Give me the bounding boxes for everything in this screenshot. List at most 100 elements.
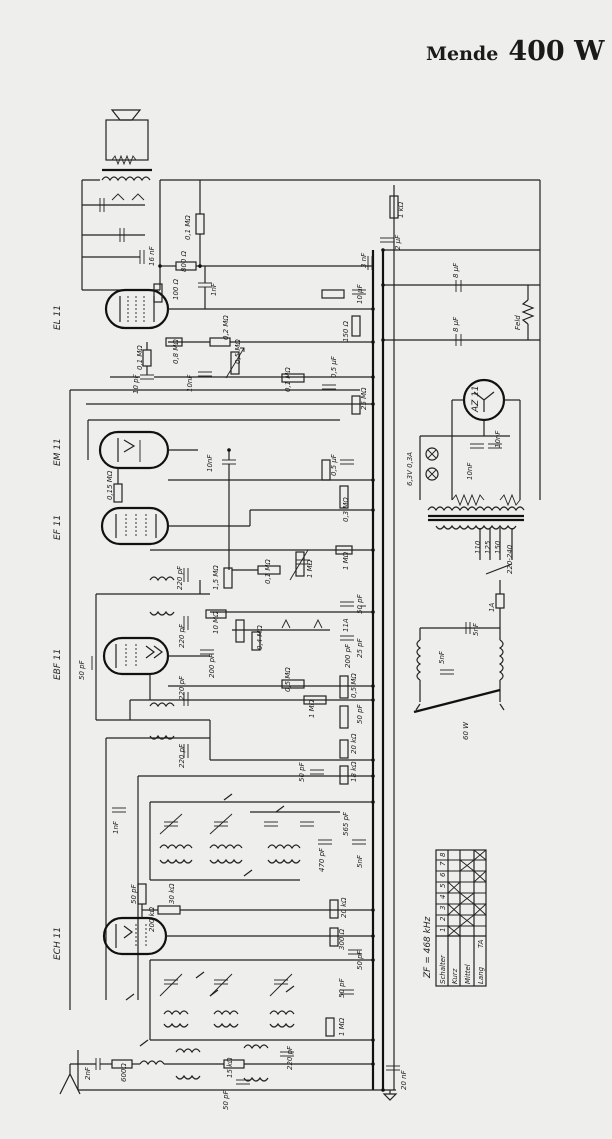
label-01M-d: 0,1 MΩ (184, 215, 192, 240)
label-100: 100 Ω (172, 278, 180, 300)
label-220pF-b: 220 pF (178, 675, 186, 700)
label-01M-a: 0,1 MΩ (264, 559, 272, 584)
el11-network (110, 180, 535, 380)
label-25M: 25 MΩ (360, 387, 368, 410)
label-8uF-a: 8 µF (452, 262, 460, 278)
antenna-input (59, 1039, 400, 1101)
power-rails (77, 179, 541, 1091)
switch-table-row-ta: TA (477, 939, 485, 948)
label-015M: 0,15 MΩ (106, 470, 114, 500)
label-10nF-c: 10nF (186, 374, 194, 392)
label-01M-c: 0,1 MΩ (136, 345, 144, 370)
tube-label-az11: AZ 11 (471, 385, 481, 413)
label-1nF-b: 1nF (210, 282, 218, 296)
tube-label-em11: EM 11 (53, 438, 63, 466)
tube-ef11 (100, 485, 373, 555)
label-50pF-i: 50 pF (356, 593, 364, 614)
if-filter-2 (96, 692, 373, 1000)
switch-table-header-5: 5 (439, 883, 447, 888)
label-200k: 200 kΩ (148, 906, 156, 932)
label-1k: 1 kΩ (397, 201, 405, 218)
label-20k-b: 20 kΩ (350, 733, 358, 754)
label-30k: 30 kΩ (168, 883, 176, 904)
label-125: 125 (484, 540, 492, 554)
label-lamps: 6,3V 0,3A (406, 452, 414, 486)
label-1M-d: 1 MΩ (306, 559, 314, 578)
switch-table-row-kurz: Kurz (451, 968, 459, 984)
model-name: 400 W (508, 36, 605, 67)
label-feld: Feld (514, 315, 522, 330)
label-fuse: 1A (488, 603, 496, 612)
switch-table (435, 849, 487, 987)
label-25pF: 25 pF (356, 637, 364, 658)
label-20k: 20 kΩ (340, 897, 348, 918)
label-10nF-d: 10nF (466, 462, 474, 480)
oscillator-coils (112, 776, 373, 1000)
label-50-a: 50 pF (298, 761, 306, 782)
label-50pF-a: 50 pF (222, 1089, 230, 1110)
label-600: 600Ω (120, 1063, 128, 1082)
junction-dots (158, 248, 385, 1092)
switch-table-header-8: 8 (439, 852, 447, 857)
label-08M: 0,8 MΩ (172, 339, 180, 364)
tube-em11 (69, 373, 373, 1010)
tube-az11 (419, 378, 521, 507)
label-05M-c: 0,5 MΩ (234, 339, 242, 364)
tube-label-el11: EL 11 (53, 305, 63, 330)
label-05uF-b: 0,5 µF (330, 355, 338, 378)
label-5nF-c: 5nF (438, 650, 446, 664)
label-300: 300 Ω (338, 928, 346, 950)
label-470pF: 470 pF (318, 847, 326, 872)
label-01M-b: 0,1 MΩ (284, 367, 292, 392)
label-1nF-a: 1nF (112, 820, 120, 834)
label-220pF-a: 220 pF (286, 1045, 294, 1070)
label-04M: 0,4 MΩ (256, 625, 264, 650)
label-15k: 15 kΩ (226, 1057, 234, 1078)
label-15M: 1,5 MΩ (212, 565, 220, 590)
tube-ebf11 (91, 568, 373, 729)
label-3nF: 3 nF (360, 252, 368, 268)
label-150: 150 (494, 540, 502, 554)
label-200pF: 200 pF (344, 643, 352, 668)
label-220pF-c: 220 pF (178, 743, 186, 768)
label-10nF-b: 10nF (206, 454, 214, 472)
tube-label-ebf11: EBF 11 (53, 649, 63, 680)
label-220: 220-240 (506, 544, 514, 574)
label-5nF-a: 5nF (356, 854, 364, 868)
schematic-header: Mende 400 W (426, 36, 604, 67)
switch-table-header-schalter: Schalter (439, 954, 447, 984)
tube-label-ech11: ECH 11 (53, 927, 63, 960)
label-05uF-a: 0,5 µF (330, 453, 338, 476)
label-1M-c: 1 MΩ (308, 699, 316, 718)
switch-table-row-mittel: Mittel (464, 964, 472, 984)
label-50pF-h: 50 pF (78, 659, 86, 680)
switch-table-header-6: 6 (439, 872, 447, 877)
label-1M-a: 1 MΩ (338, 1017, 346, 1036)
switch-table-header-2: 2 (439, 916, 447, 921)
label-150: 150 Ω (342, 320, 350, 342)
label-5nF-b: 5nF (472, 622, 480, 636)
label-20nF: 20 nF (400, 1069, 408, 1090)
zf-label: ZF = 468 kHz (423, 916, 433, 979)
label-03M: 0,3 MΩ (342, 497, 350, 522)
label-200pF-b: 200 pF (208, 653, 216, 678)
tube-label-ef11: EF 11 (53, 515, 63, 540)
label-10pF: 10 pF (132, 373, 140, 394)
tube-el11 (104, 288, 373, 330)
switch-table-header-1: 1 (439, 928, 447, 932)
label-18k: 18 kΩ (350, 761, 358, 782)
label-565pF: 565 pF (342, 811, 350, 836)
label-05M-b: 0,5 MΩ (284, 667, 292, 692)
volume-network (205, 549, 373, 651)
label-50pF-b: 50 pF (338, 977, 346, 998)
input-tuning (125, 959, 373, 1057)
label-02M: 0,2 MΩ (222, 315, 230, 340)
label-10nF-e: 10nF (494, 430, 502, 448)
label-2uF: 2 µF (394, 234, 402, 250)
label-10M: 10 MΩ (212, 611, 220, 634)
label-05M-a: 0,5 MΩ (350, 673, 358, 698)
label-10uF: 10 µF (356, 283, 364, 304)
label-110: 110 (474, 540, 482, 554)
label-50pF-g: 50 pF (356, 703, 364, 724)
